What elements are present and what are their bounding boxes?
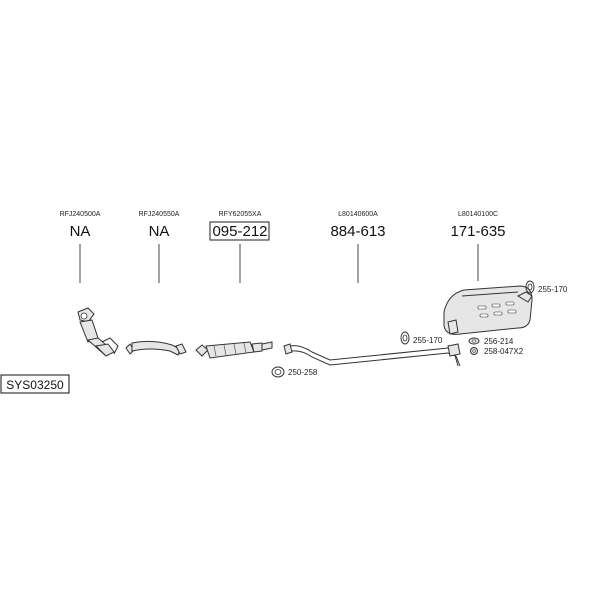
rear-silencer[interactable] — [443, 285, 533, 335]
accessory-label: 256-214 — [484, 337, 514, 346]
part-ref-label: RFJ240500A — [60, 211, 101, 218]
part-code-label[interactable]: 095-212 — [212, 223, 267, 240]
part-code-label[interactable]: NA — [70, 223, 91, 240]
part-ref-label: RFJ240550A — [139, 211, 180, 218]
part-ref-label: L80140100C — [458, 211, 498, 218]
system-code: SYS03250 — [6, 378, 64, 392]
clamp-icon[interactable] — [271, 366, 285, 378]
system-code-box — [0, 374, 70, 394]
rubber-mount-icon[interactable] — [525, 280, 535, 294]
catalytic-converter[interactable] — [195, 341, 273, 359]
front-manifold-pipe[interactable] — [77, 307, 119, 357]
part-ref-label: RFY62055XA — [219, 211, 262, 218]
accessory-label: 255-170 — [413, 336, 443, 345]
gasket-icon[interactable] — [468, 337, 480, 345]
accessory-label: 250-258 — [288, 368, 318, 377]
rubber-mount-icon[interactable] — [400, 331, 410, 345]
accessory-label: 258-047X2 — [484, 347, 524, 356]
nut-icon[interactable] — [470, 347, 478, 355]
part-code-box — [209, 221, 270, 241]
part-ref-label: L80140600A — [338, 211, 378, 218]
part-code-label[interactable]: 884-613 — [330, 223, 385, 240]
part-code-label[interactable]: NA — [149, 223, 170, 240]
middle-pipe[interactable] — [283, 343, 461, 367]
part-code-label[interactable]: 171-635 — [450, 223, 505, 240]
intermediate-pipe[interactable] — [125, 340, 187, 356]
accessory-label: 255-170 — [538, 285, 568, 294]
